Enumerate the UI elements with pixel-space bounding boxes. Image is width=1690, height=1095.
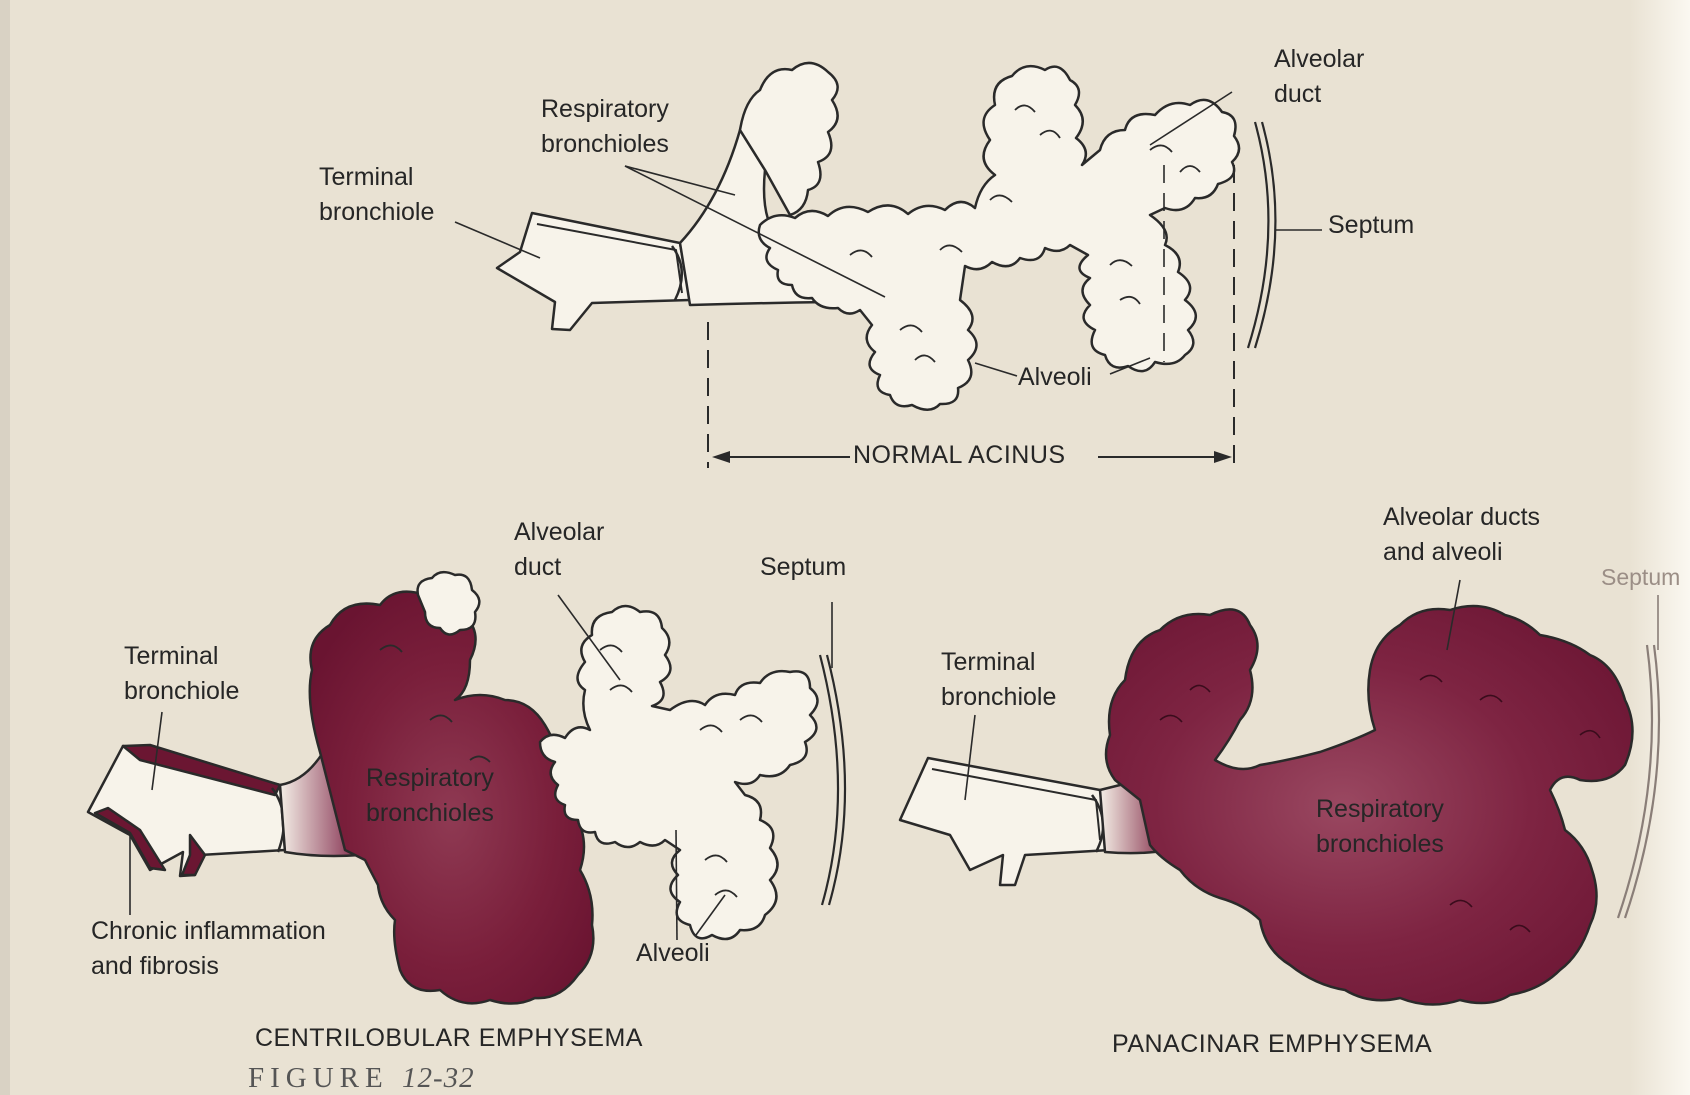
label-chronic-inflammation: Chronic inflammation and fibrosis xyxy=(91,914,326,984)
label-septum-panacinar: Septum xyxy=(1601,560,1680,595)
label-terminal-bronchiole-panacinar: Terminal bronchiole xyxy=(941,645,1056,715)
title-panacinar-emphysema: PANACINAR EMPHYSEMA xyxy=(1112,1030,1432,1059)
label-normal-acinus: NORMAL ACINUS xyxy=(853,441,1066,470)
label-terminal-bronchiole-normal: Terminal bronchiole xyxy=(319,160,434,230)
label-terminal-bronchiole-centrilobular: Terminal bronchiole xyxy=(124,639,239,709)
label-alveolar-ducts-panacinar: Alveolar ducts and alveoli xyxy=(1383,500,1540,570)
panacinar-terminal-bronchiole-shape xyxy=(900,758,1110,885)
figure-number: 12-32 xyxy=(402,1062,475,1094)
label-respiratory-bronchioles-centrilobular: Respiratory bronchioles xyxy=(366,761,494,831)
label-alveolar-duct-normal: Alveolar duct xyxy=(1274,42,1364,112)
normal-terminal-bronchiole-shape xyxy=(497,213,690,330)
title-centrilobular-emphysema: CENTRILOBULAR EMPHYSEMA xyxy=(255,1024,643,1053)
label-alveoli-centrilobular: Alveoli xyxy=(636,936,710,971)
label-respiratory-bronchioles-panacinar: Respiratory bronchioles xyxy=(1316,792,1444,862)
figure-word: FIGURE xyxy=(248,1062,389,1094)
label-alveoli-normal: Alveoli xyxy=(1018,360,1092,395)
figure-caption: FIGURE 12-32 xyxy=(248,1062,475,1095)
label-respiratory-bronchioles-normal: Respiratory bronchioles xyxy=(541,92,669,162)
label-septum-normal: Septum xyxy=(1328,208,1414,243)
label-septum-centrilobular: Septum xyxy=(760,550,846,585)
label-alveolar-duct-centrilobular: Alveolar duct xyxy=(514,515,604,585)
